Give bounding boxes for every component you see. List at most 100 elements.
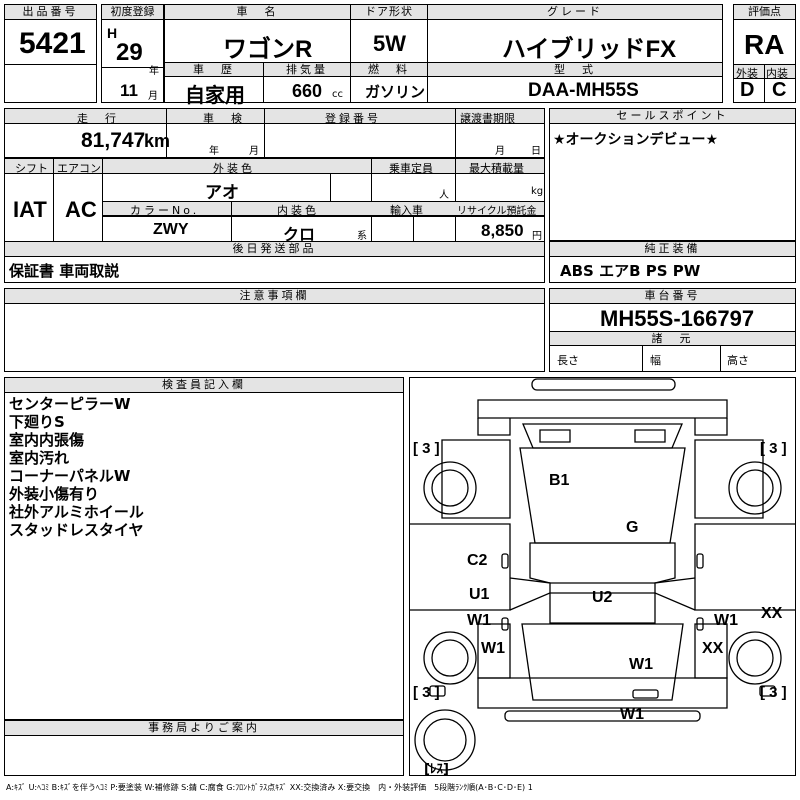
height-label: 高さ (727, 354, 749, 367)
inspector-note: 室内汚れ (9, 449, 70, 467)
capacity-label: 乗車定員 (389, 162, 433, 175)
door-label: ドア形状 (351, 5, 427, 20)
caution-label: 注意事項欄 (5, 289, 544, 304)
reg-month: 11 (120, 81, 138, 100)
aircon-label: エアコン (57, 162, 101, 175)
sales-point: ★オークションデビュー★ (553, 132, 719, 148)
damage-mark: XX (702, 640, 724, 657)
transfer-month-unit: 月 (495, 146, 505, 157)
inspector-box: 検査員記入欄 センターピラーW 下廻りS 室内内張傷 室内汚れ コーナーパネルW… (4, 377, 404, 720)
aircon: AC (65, 197, 97, 222)
sales-point-box: セールスポイント ★オークションデビュー★ (549, 108, 796, 241)
damage-mark: G (626, 519, 639, 536)
later-items-box: 後日発送部品 保証書 車両取説 (4, 241, 545, 283)
sales-point-label: セールスポイント (550, 109, 795, 124)
length-label: 長さ (557, 354, 579, 367)
inspector-note: スタッドレスタイヤ (9, 521, 144, 539)
recycle-fee: 8,850 (481, 221, 524, 240)
first-reg-label: 初度登録 (102, 5, 163, 20)
tire-front-right: [ 3 ] (760, 440, 787, 457)
later-items-label: 後日発送部品 (5, 242, 544, 257)
displacement: 660 (292, 81, 323, 101)
specs-label: 諸 元 (550, 332, 795, 346)
color-no-label: カラーNo. (130, 204, 200, 217)
history-label: 車 歴 (165, 63, 263, 77)
fuel: ガソリン (365, 84, 426, 101)
mileage: 81,747 (81, 129, 146, 152)
mileage-label: 走 行 (77, 112, 119, 125)
inspection-label: 車 検 (203, 112, 245, 125)
history-box: 車 歴 自家用 (164, 62, 264, 107)
later-items: 保証書 車両取説 (9, 262, 120, 280)
grade: ハイブリッドFX (502, 36, 677, 63)
model: DAA-MH55S (528, 80, 639, 101)
damage-mark: U1 (469, 586, 490, 603)
shift: IAT (13, 197, 47, 222)
lot-number-box: 出品番号 5421 (4, 4, 97, 103)
transfer-label: 譲渡書期限 (460, 112, 515, 125)
interior-grade: C (772, 79, 787, 101)
interior-color: クロ (283, 227, 316, 244)
car-diagram-box: [ 3 ] [ 3 ] [ 3 ] [ 3 ] [ﾚｽ] B1 G C2 U1 … (409, 377, 796, 777)
inspector-note: センターピラーW (9, 395, 131, 413)
interior-color-label: 内装色 (277, 204, 319, 217)
exterior-grade: D (740, 79, 755, 101)
inspector-notes: センターピラーW 下廻りS 室内内張傷 室内汚れ コーナーパネルW 外装小傷有り… (9, 395, 144, 539)
caution-box: 注意事項欄 (4, 288, 545, 372)
reg-year: 29 (116, 39, 143, 66)
inspector-note: 社外アルミホイール (9, 503, 144, 521)
score-box: 評価点 RA 外装 内装 D C (733, 4, 796, 103)
grade-label: グレード (428, 5, 722, 20)
tire-front-left: [ 3 ] (413, 440, 440, 457)
displacement-unit: cc (332, 89, 343, 100)
inspection-year-unit: 年 (209, 146, 219, 157)
chassis-box: 車台番号 MH55S-166797 諸 元 長さ 幅 高さ (549, 288, 796, 372)
inspector-note: 室内内張傷 (9, 431, 85, 449)
exterior-color-label: 外装色 (213, 162, 255, 175)
color-no: ZWY (153, 221, 189, 238)
exterior-grade-label: 外装 (736, 67, 758, 80)
year-unit: 年 (149, 66, 159, 77)
car-name: ワゴンR (223, 36, 313, 63)
era-letter: H (107, 25, 118, 41)
capacity-unit: 人 (439, 190, 449, 201)
inspector-note: 下廻りS (9, 413, 65, 431)
width-label: 幅 (650, 354, 661, 367)
spare-tire-label: [ﾚｽ] (424, 762, 449, 777)
lot-label: 出品番号 (5, 5, 96, 20)
mileage-unit: km (144, 131, 171, 151)
displacement-label: 排気量 (264, 63, 350, 77)
car-diagram (410, 378, 795, 771)
damage-mark: W1 (481, 640, 505, 657)
fuel-label: 燃 料 (351, 63, 427, 77)
import-label: 輸入車 (390, 204, 423, 217)
recycle-label: リサイクル預託金 (457, 206, 537, 217)
tire-rear-left: [ 3 ] (413, 684, 440, 701)
inspection-month-unit: 月 (249, 146, 259, 157)
chassis-label: 車台番号 (550, 289, 795, 304)
first-reg-box: 初度登録 H 29 年 11 月 (101, 4, 164, 103)
grade-box: グレード ハイブリッドFX (427, 4, 723, 63)
inspector-note: コーナーパネルW (9, 467, 131, 485)
door-box: ドア形状 5W (350, 4, 428, 63)
chassis-number: MH55S-166797 (600, 306, 755, 331)
damage-mark: W1 (467, 612, 491, 629)
lot-number: 5421 (19, 27, 86, 60)
recycle-unit: 円 (532, 231, 542, 242)
month-unit: 月 (148, 91, 158, 102)
interior-color-suffix: 系 (357, 231, 367, 242)
car-name-box: 車 名 ワゴンR (164, 4, 351, 63)
max-load-unit: kg (531, 186, 544, 197)
office-box: 事務局よりご案内 (4, 720, 404, 776)
fuel-box: 燃 料 ガソリン (350, 62, 428, 103)
inspector-note: 外装小傷有り (9, 485, 100, 503)
equipment-label: 純正装備 (550, 242, 795, 257)
damage-mark: W1 (714, 612, 738, 629)
shift-label: シフト (15, 162, 48, 175)
damage-mark: W1 (620, 706, 644, 723)
transfer-day-unit: 日 (531, 146, 541, 157)
reg-number-label: 登録番号 (325, 112, 381, 125)
damage-mark: C2 (467, 552, 488, 569)
damage-mark: W1 (629, 656, 653, 673)
door-type: 5W (373, 31, 406, 56)
